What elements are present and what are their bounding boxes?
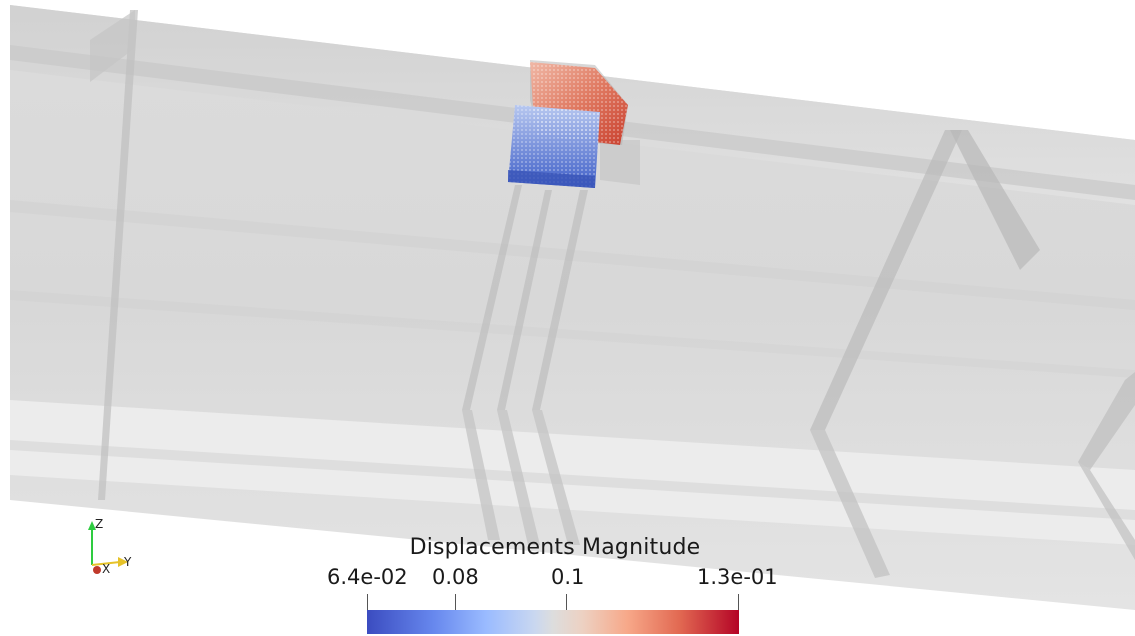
rib-5-lower bbox=[810, 430, 890, 578]
legend-tick-1 bbox=[455, 594, 456, 610]
legend-tick-label-2: 0.1 bbox=[551, 565, 585, 589]
orientation-axes bbox=[88, 521, 128, 574]
rib-2 bbox=[462, 185, 522, 410]
y-axis-arrow-icon bbox=[118, 557, 128, 567]
legend-tick-2 bbox=[566, 594, 567, 610]
x-axis-label: X bbox=[102, 562, 111, 576]
block-dot-overlay-bottom bbox=[508, 105, 600, 188]
rib-top-band-cross bbox=[600, 140, 640, 185]
y-axis-label: Y bbox=[124, 555, 132, 569]
legend-tick-min bbox=[367, 594, 368, 610]
legend-colorbar bbox=[367, 610, 739, 634]
displaced-block-front-face bbox=[508, 170, 595, 188]
rib-5-brace bbox=[950, 130, 1040, 270]
rib-6 bbox=[1078, 372, 1135, 470]
legend-min-label: 6.4e-02 bbox=[327, 565, 408, 589]
rib-4-lower bbox=[532, 410, 580, 545]
rib-6-lower bbox=[1078, 462, 1135, 560]
rib-5 bbox=[810, 130, 962, 430]
legend-tick-max bbox=[738, 594, 739, 610]
rib-1 bbox=[98, 10, 138, 500]
rib-2-lower bbox=[462, 410, 500, 540]
rib-3 bbox=[497, 190, 552, 410]
rib-4 bbox=[532, 190, 588, 410]
rib-1-top bbox=[90, 10, 135, 82]
z-axis-label: Z bbox=[95, 517, 104, 531]
x-axis-dot-icon bbox=[93, 566, 101, 574]
rib-3-lower bbox=[497, 410, 540, 545]
legend-tick-label-1: 0.08 bbox=[432, 565, 479, 589]
z-axis-arrow-icon bbox=[88, 521, 96, 530]
legend-title: Displacements Magnitude bbox=[409, 535, 701, 560]
legend-max-label: 1.3e-01 bbox=[697, 565, 778, 589]
